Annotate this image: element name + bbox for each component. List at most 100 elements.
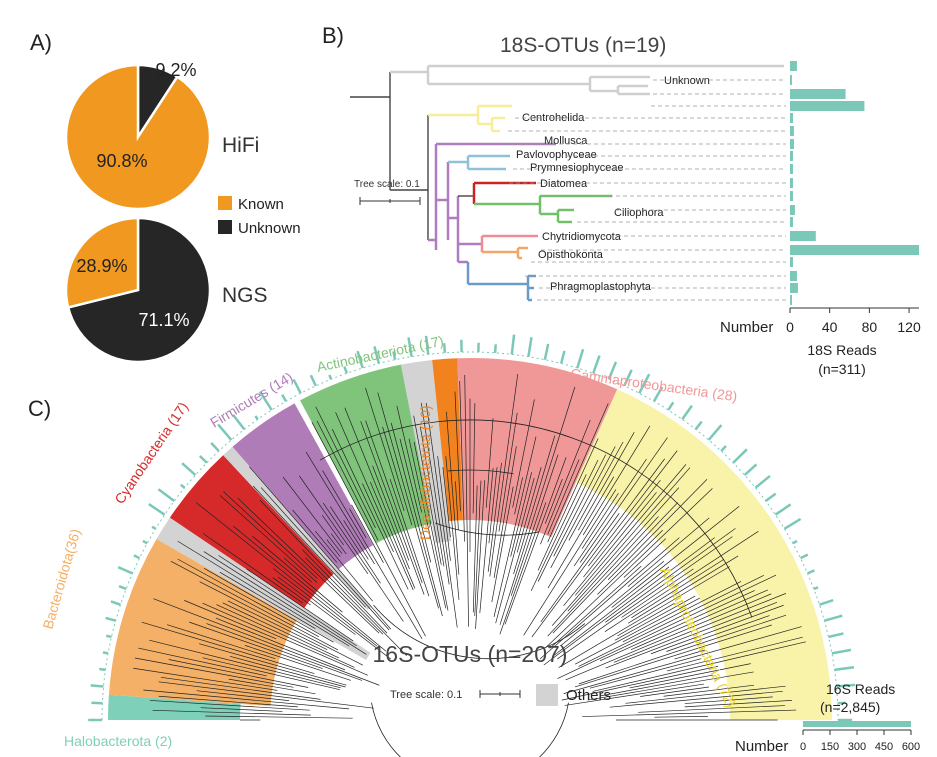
bar-16s [180,483,186,489]
tree-branch-16s [613,593,787,663]
tree-branch-16s [252,485,366,608]
tree-branch-16s [203,533,303,604]
bar-16s [764,492,777,502]
tree-branch-16s [638,705,786,713]
bar-16s [151,525,157,530]
tree-branch-16s [605,528,736,623]
tree-branch-16s [640,686,710,697]
tree-branch-16s [219,495,318,583]
tree-branch-16s [582,425,651,536]
tree-branch-16s [233,525,387,652]
clade-label-18s: Prymnesiophyceae [530,162,624,174]
x-tick-label-16s: 600 [902,741,920,753]
tree-branch-16s [133,667,278,691]
tree-branch-16s [666,615,770,652]
bar-16s [292,378,302,394]
bar-16s [831,648,852,655]
bar-16s [834,665,855,672]
tree-branch-16s [272,568,391,660]
tree-branch-16s [227,600,328,651]
tree-branch-16s [592,641,806,692]
tree-branch-16s [563,626,802,694]
bar-16s [813,586,819,591]
tree-branch-16s [674,649,705,660]
tree-branch-16s [493,446,517,578]
bar-18s [790,89,846,99]
axis-name-16s: Number [735,738,788,755]
tree-branch-16s [627,517,710,587]
tree-branch-16s [464,374,469,627]
bar-16s [623,369,633,387]
bar-16s [576,348,585,369]
bar-16s [217,423,233,441]
bar-16s [148,503,166,516]
tree-branch-16s [343,520,369,560]
bar-16s [527,337,533,357]
bar-16s [157,488,176,502]
tree-branch-16s [547,459,580,535]
xlabel-16s: 16S Reads [826,681,895,697]
tree-branch-16s [684,699,792,708]
tree-branch-16s [170,560,339,651]
bar-16s [90,684,104,688]
bar-16s [407,337,413,357]
tree-branch-16s [202,657,340,691]
tree-branch-16s [314,530,373,602]
tree-branch-16s [199,581,364,666]
tree-branch-16s [304,557,384,635]
tree-branch-16s [543,537,715,666]
tree-branch-16s [196,502,378,647]
legend-unknown-label: Unknown [238,220,301,237]
tree-branch-16s [360,421,425,595]
tree-branch-16s [216,604,355,668]
tree-branch-16s [272,577,311,606]
tree-branch-16s [321,515,344,546]
clade-label-18s: Diatomea [540,178,588,190]
bar-18s [790,126,794,136]
bar-16s [828,632,844,639]
tree-branch-16s [184,600,277,640]
chart-title-18s: 18S-OTUs (n=19) [500,34,666,57]
bar-16s [652,386,664,402]
bar-18s [790,139,794,149]
tree-branch-16s [446,411,460,575]
tree-branch-16s [134,657,294,688]
tree-branch-16s [654,716,708,718]
tree-branch-16s [663,684,755,697]
tree-branch-16s [487,462,502,572]
tree-branch-16s [202,602,368,676]
tree-branch-16s [561,665,719,701]
tree-branch-16s [504,457,567,625]
tree-branch-16s [283,557,313,583]
tree-branch-16s [581,492,619,549]
clade-sector-16s [300,364,432,544]
bar-18s [790,245,919,255]
tree-branch-16s [599,674,713,697]
tree-branch-16s [437,456,451,561]
legend-known-label: Known [238,196,284,213]
bar-16s [754,474,771,489]
tree-branch-16s [499,386,576,625]
tree-branch-16s [445,456,460,600]
bar-18s [790,101,865,111]
bar-16s [281,394,288,402]
tree-branch-16s [488,467,498,544]
bar-16s [783,517,802,530]
tree-branch-16s [629,663,751,689]
tree-branch-16s [577,431,635,531]
bar-18s [790,113,793,123]
clade-label-18s: Unknown [664,75,710,87]
others-sector [156,517,371,660]
tree-branch-16s [614,595,696,641]
bar-16s [258,390,273,411]
tree-branch-16s [617,603,675,637]
tree-branch-16s [299,475,369,575]
bar-16s [99,667,106,672]
x-tick-label-16s: 0 [800,741,806,753]
tree-branch-16s [152,709,311,716]
tree-branch-16s [305,451,375,565]
tree-branch-16s [390,422,443,617]
pie-value-label: 9.2% [155,60,196,80]
bar-18s [790,295,792,305]
bar-16s [543,343,550,360]
